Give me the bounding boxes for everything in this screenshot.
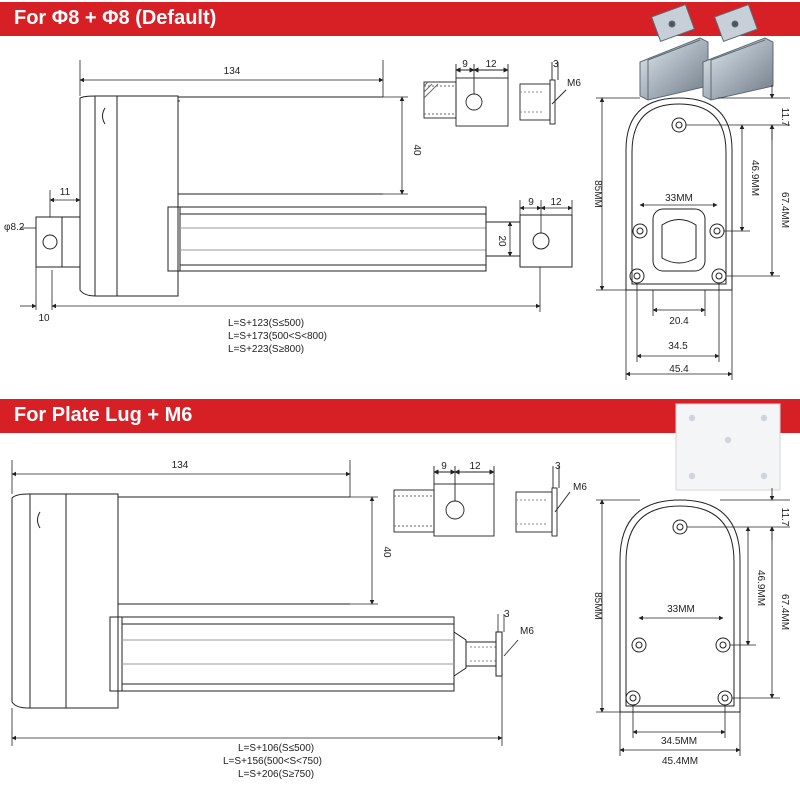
end-dim-46-9: 46.9MM: [749, 160, 760, 196]
end2-dim-11-7: 11.7: [779, 508, 790, 527]
section1-thread-detail: [519, 62, 567, 125]
dim-length-134: 134: [224, 66, 241, 77]
end-dim-33: 33MM: [665, 193, 693, 204]
end2-dim-67-4: 67.4MM: [779, 594, 790, 630]
end2-dim-45-4: 45.4MM: [662, 756, 698, 767]
formula-line-1: L=S+123(S≤500): [228, 318, 304, 329]
section2-dimensions: [11, 460, 519, 746]
section2-detail-labels: 9 12 3 M6: [441, 461, 587, 493]
section2-banner: For Plate Lug + M6: [0, 399, 800, 433]
dim-hole-dia: φ8.2: [4, 222, 25, 233]
section1-lug-detail: [423, 64, 509, 127]
dim2-thread-m6: M6: [520, 626, 534, 637]
dim-rod-9: 9: [528, 197, 534, 208]
end-dim-85: 85MM: [592, 180, 603, 208]
formula-line-2: L=S+173(500<S<800): [228, 331, 327, 342]
section1-bracket-photo: [639, 3, 774, 101]
detail-thread-m6: M6: [567, 78, 581, 89]
dim-rod-12: 12: [550, 197, 562, 208]
detail-dim-3: 3: [553, 59, 559, 70]
section1-detail-labels: 9 12 3 M6: [462, 59, 581, 89]
dim-end-10: 10: [38, 313, 50, 324]
detail2-dim-3: 3: [555, 461, 561, 472]
section2-side-view: [11, 493, 503, 709]
dim2-length-134: 134: [172, 460, 189, 471]
formula2-line-3: L=S+206(S≥750): [238, 769, 314, 780]
end2-dim-34-5: 34.5MM: [661, 736, 697, 747]
end-dim-45-4: 45.4: [669, 364, 689, 375]
section2-thread-detail: [515, 466, 571, 537]
section1-dimensions: [20, 60, 573, 312]
dim2-rod-3: 3: [504, 609, 510, 620]
end2-dim-33: 33MM: [667, 604, 695, 615]
end-dim-34-5: 34.5: [668, 341, 688, 352]
formula-line-3: L=S+223(S≥800): [228, 344, 304, 355]
formula2-line-2: L=S+156(500<S<750): [223, 756, 322, 767]
detail2-dim-12: 12: [469, 461, 481, 472]
section1-dimension-labels: 134 40 11 φ8.2 10 20 9 12 L=S+123(S≤500)…: [4, 66, 562, 355]
section2-end-view-labels: 85MM 11.7 46.9MM 67.4MM 33MM 34.5MM 45.4…: [592, 508, 790, 767]
section1-title: For Φ8 + Φ8 (Default): [14, 7, 217, 29]
dim2-height-40: 40: [381, 546, 392, 558]
end-dim-67-4: 67.4MM: [779, 192, 790, 228]
formula2-line-1: L=S+106(S≤500): [238, 743, 314, 754]
end2-dim-85: 85MM: [592, 592, 603, 620]
section1-end-view: [625, 97, 733, 291]
section2-dimension-labels: 134 40 3 M6 L=S+106(S≤500) L=S+156(500<S…: [172, 460, 535, 780]
dim-rod-20: 20: [496, 235, 507, 247]
section2-plate-photo: [675, 403, 781, 491]
end-dim-20-4: 20.4: [669, 316, 689, 327]
detail2-thread-m6: M6: [573, 482, 587, 493]
end-dim-11-7: 11.7: [779, 108, 790, 127]
detail2-dim-9: 9: [441, 461, 447, 472]
detail-dim-9: 9: [462, 59, 468, 70]
section1-end-view-dims: [596, 85, 790, 380]
dim-lug-11: 11: [60, 187, 71, 198]
section2-lug-detail: [393, 466, 495, 537]
section2-end-view: [619, 499, 741, 713]
end2-dim-46-9: 46.9MM: [755, 570, 766, 606]
section2-end-view-dims: [596, 488, 790, 756]
section1-end-view-labels: 85MM 11.7 46.9MM 67.4MM 33MM 20.4 34.5 4…: [592, 108, 790, 375]
detail-dim-12: 12: [485, 59, 497, 70]
section2-title: For Plate Lug + M6: [14, 404, 193, 426]
dim-height-40: 40: [411, 144, 422, 156]
